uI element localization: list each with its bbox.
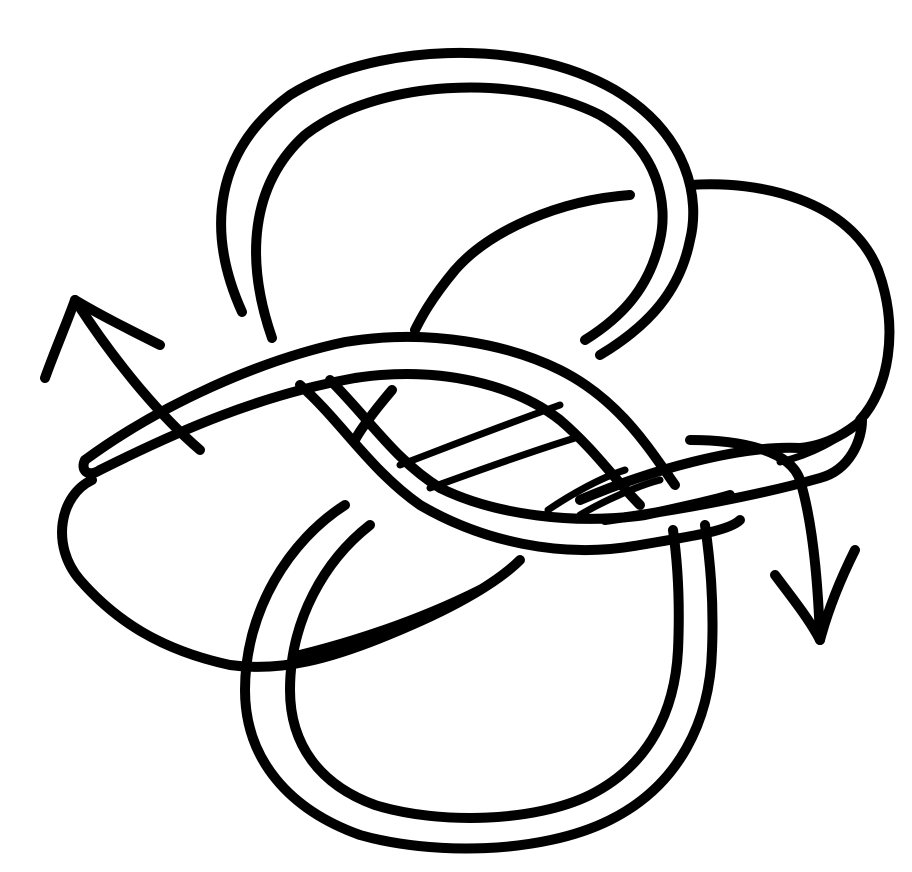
bottom-loop-inner <box>290 525 679 818</box>
main-band-left-cap <box>83 460 100 473</box>
bottom-loop <box>245 505 713 849</box>
left-lobe <box>62 480 520 667</box>
left-arrow <box>45 300 200 450</box>
right-arrow-head-right <box>820 550 855 640</box>
left-lobe-inner <box>300 590 480 655</box>
left-arrow-head-left <box>45 300 75 378</box>
inner-strand-upper <box>415 195 630 330</box>
top-loop <box>221 53 693 355</box>
hatch-strand-1 <box>400 405 560 465</box>
inner-strand <box>355 195 630 440</box>
left-lobe-outline <box>62 480 520 667</box>
bottom-loop-outer <box>245 505 713 849</box>
right-lobe-outer <box>690 184 889 420</box>
top-loop-inner <box>256 88 663 340</box>
